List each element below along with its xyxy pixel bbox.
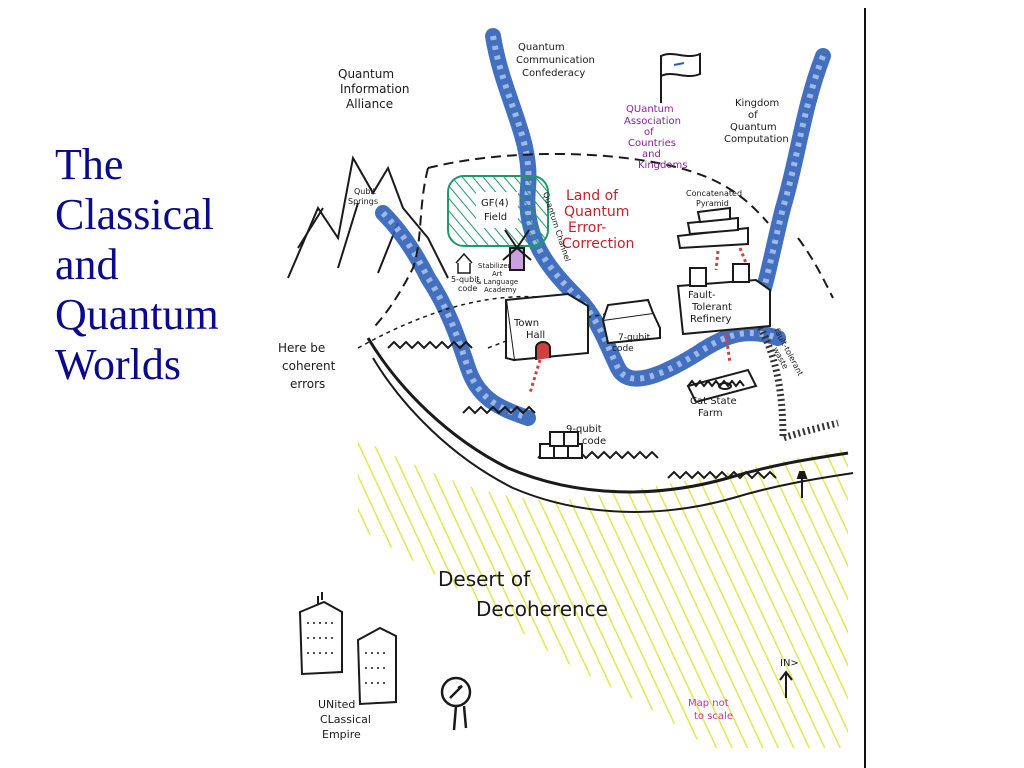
qubit-springs-river (375, 205, 536, 426)
torch-icon (796, 471, 808, 498)
label-gf4-field: GF(4)Field (481, 198, 509, 223)
flag-icon (660, 52, 701, 103)
title-line: The (55, 140, 124, 189)
north-arrow-icon (779, 670, 793, 698)
windmill-icon (502, 229, 532, 271)
desert-region (358, 438, 848, 748)
refinery-icon (676, 263, 771, 336)
town-hall-icon (504, 292, 589, 362)
road (357, 295, 614, 349)
title-line: and (55, 240, 119, 289)
gf4-field (447, 175, 549, 247)
cat-state-farm-icon (686, 368, 758, 404)
waste-stream (754, 321, 839, 443)
concatenated-pyramid-icon (676, 206, 749, 250)
title-line: Classical (55, 190, 214, 239)
title-line: Worlds (55, 340, 182, 389)
title-line: Quantum (55, 290, 219, 339)
castle-wall (366, 337, 854, 513)
academy-building-icon (455, 252, 473, 274)
slide-title: The Classical and Quantum Worlds (55, 140, 260, 390)
nine-qubit-building-icon (539, 431, 583, 459)
qec-border (372, 152, 834, 329)
compass-figure-icon (440, 676, 472, 731)
label-north-marker: IN> (780, 658, 799, 669)
seven-qubit-building-icon (601, 298, 661, 345)
classical-towers-icon (298, 592, 397, 706)
right-river (750, 48, 831, 316)
